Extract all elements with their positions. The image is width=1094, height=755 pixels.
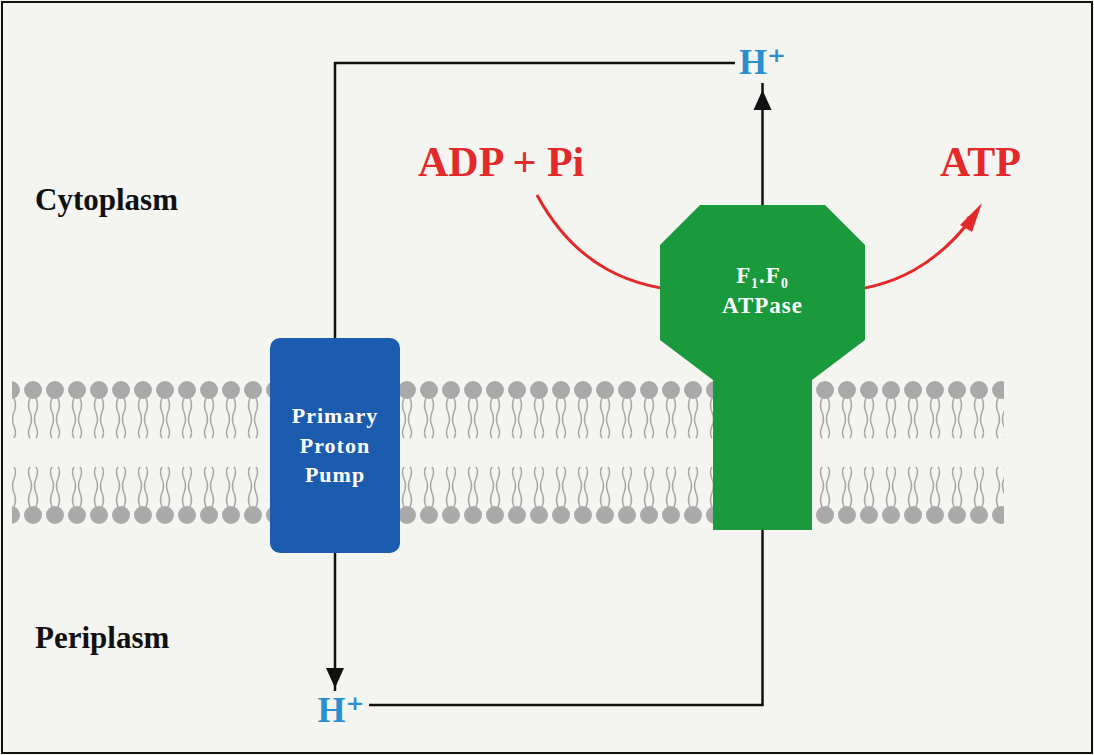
atpase-label: F₁.F₀ ATPase <box>698 261 828 321</box>
reactant-label: ADP + Pi <box>418 138 584 186</box>
region-label: Periplasm <box>35 620 169 656</box>
arrowhead <box>754 90 772 110</box>
proton-label: H⁺ <box>313 691 368 731</box>
atpase-complex: F₁.F₀ ATPase <box>660 205 865 530</box>
proton-pump-box: Primary Proton Pump <box>270 338 400 553</box>
arrowhead <box>326 668 344 688</box>
product-label: ATP <box>940 138 1021 186</box>
pump-label: Primary Proton Pump <box>276 401 394 490</box>
atpase-shape <box>660 205 865 530</box>
region-label: Cytoplasm <box>35 182 178 218</box>
proton-label: H⁺ <box>735 43 790 83</box>
proton-flow-line <box>335 530 763 705</box>
atpase-outline <box>660 205 865 530</box>
